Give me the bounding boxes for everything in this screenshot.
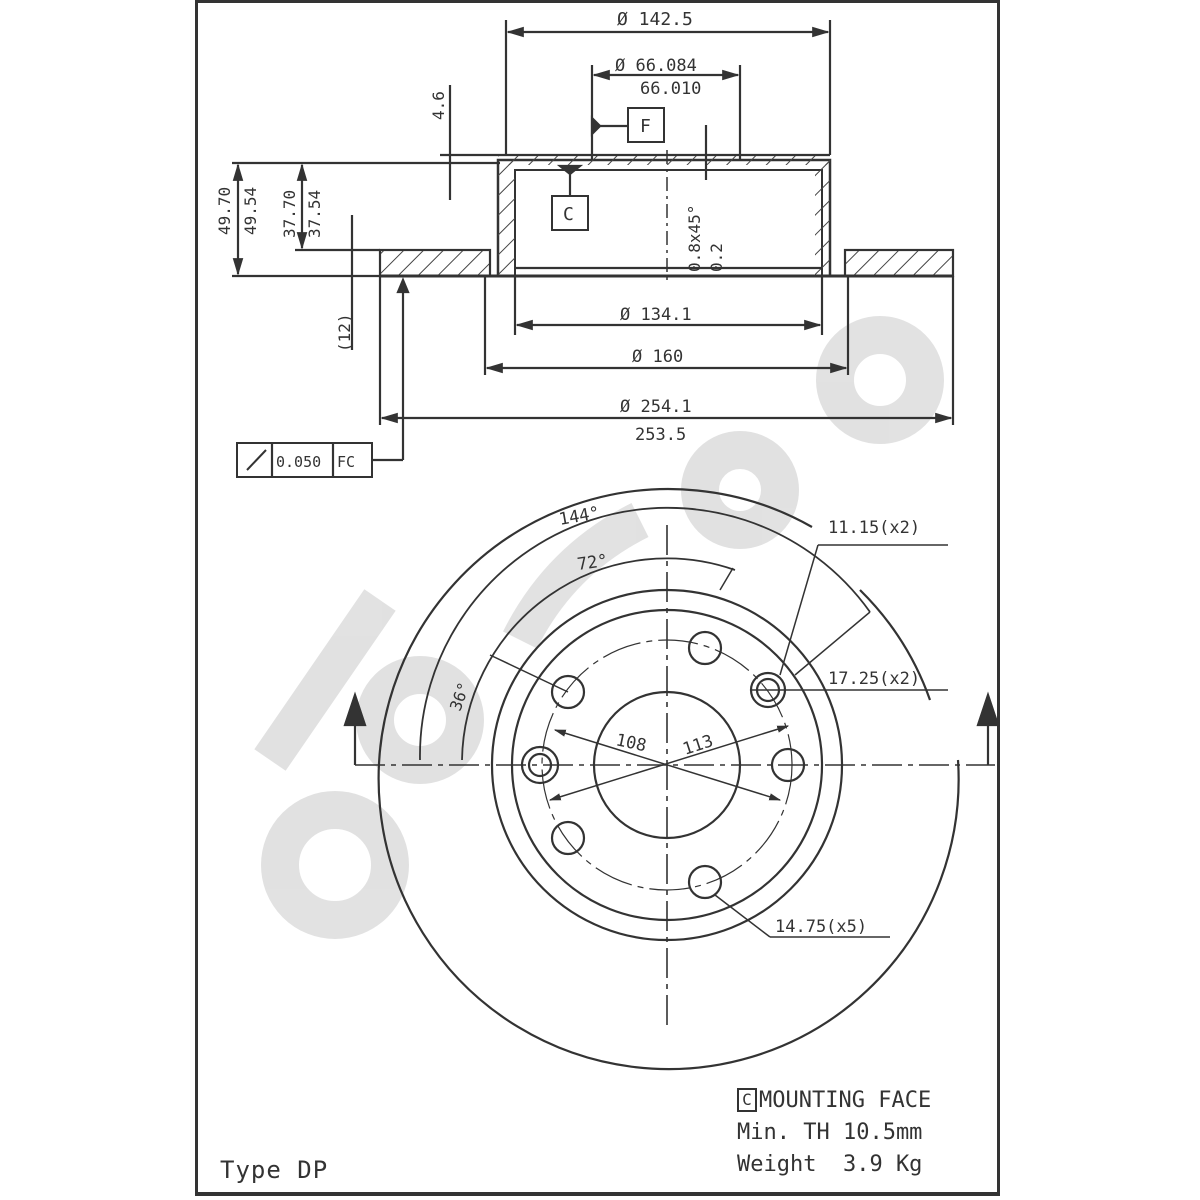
dim-disc-diameter-max: Ø 254.1 bbox=[620, 397, 692, 417]
callout-counterbore-hole: 17.25(x2) bbox=[828, 669, 920, 689]
callout-bolt-hole: 14.75(x5) bbox=[775, 917, 867, 937]
note-weight: Weight 3.9 Kg bbox=[737, 1152, 923, 1177]
tolerance-value: 0.050 bbox=[276, 453, 321, 471]
note-min-thickness: Min. TH 10.5mm bbox=[737, 1120, 923, 1145]
dim-hat-height-min: 37.54 bbox=[305, 190, 324, 238]
callout-small-hole: 11.15(x2) bbox=[828, 518, 920, 538]
dim-total-height-max: 49.70 bbox=[215, 187, 234, 235]
angle-middle: 72° bbox=[576, 551, 609, 575]
datum-c-label: C bbox=[563, 204, 574, 225]
datum-c-box: C bbox=[737, 1088, 757, 1112]
dim-hat-wall: 4.6 bbox=[429, 91, 448, 120]
drawing-frame bbox=[195, 0, 1000, 1196]
dim-chamfer: 0.8x45° bbox=[685, 205, 704, 272]
dim-center-bore-max: Ø 66.084 bbox=[615, 56, 697, 76]
dim-hat-height-max: 37.70 bbox=[280, 190, 299, 238]
dim-total-height-min: 49.54 bbox=[241, 187, 260, 235]
dim-disc-thickness: (12) bbox=[335, 313, 354, 352]
tolerance-reference: FC bbox=[337, 453, 355, 471]
mounting-face-text: MOUNTING FACE bbox=[759, 1088, 932, 1113]
section-view bbox=[232, 20, 955, 478]
datum-f-label: F bbox=[640, 116, 651, 137]
type-label: Type DP bbox=[220, 1156, 329, 1184]
dim-disc-diameter-min: 253.5 bbox=[635, 425, 686, 445]
pcd-left: 108 bbox=[614, 730, 648, 756]
pcd-right: 113 bbox=[680, 731, 715, 760]
dim-hat-outer-diameter: Ø 142.5 bbox=[617, 9, 693, 30]
dim-hat-inner-diameter: Ø 134.1 bbox=[620, 305, 692, 325]
dim-chamfer-tol: 0.2 bbox=[707, 243, 726, 272]
dim-friction-inner-diameter: Ø 160 bbox=[632, 347, 683, 367]
dim-center-bore-min: 66.010 bbox=[640, 79, 701, 99]
plan-view bbox=[343, 488, 1000, 1071]
